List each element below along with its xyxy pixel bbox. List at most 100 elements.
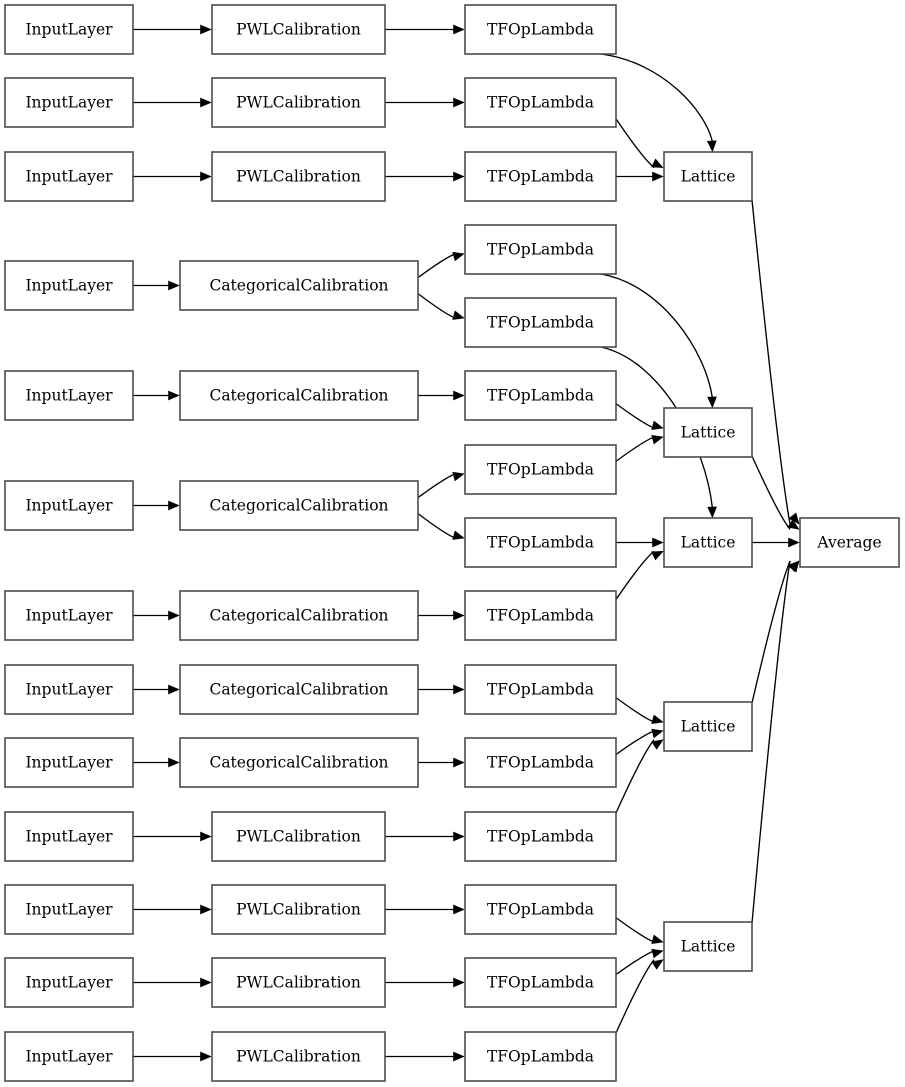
node-box[interactable] xyxy=(211,4,386,55)
node-categoricalcalibration-cal5[interactable]: CategoricalCalibration xyxy=(179,370,419,421)
node-categoricalcalibration-cal4[interactable]: CategoricalCalibration xyxy=(179,260,419,311)
node-lattice-lat3[interactable]: Lattice xyxy=(663,517,753,568)
node-lattice-lat5[interactable]: Lattice xyxy=(663,921,753,972)
node-box[interactable] xyxy=(464,1031,617,1082)
node-box[interactable] xyxy=(211,811,386,862)
node-pwlcalibration-cal13[interactable]: PWLCalibration xyxy=(211,1031,386,1082)
node-box[interactable] xyxy=(4,811,134,862)
node-pwlcalibration-cal10[interactable]: PWLCalibration xyxy=(211,811,386,862)
node-inputlayer-in8[interactable]: InputLayer xyxy=(4,664,134,715)
node-inputlayer-in1[interactable]: InputLayer xyxy=(4,4,134,55)
node-box[interactable] xyxy=(4,4,134,55)
node-box[interactable] xyxy=(211,957,386,1008)
edge-categoricalcalibration-to-tfoplambda xyxy=(417,251,465,279)
node-inputlayer-in13[interactable]: InputLayer xyxy=(4,1031,134,1082)
node-box[interactable] xyxy=(464,811,617,862)
node-box[interactable] xyxy=(464,4,617,55)
node-tfoplambda-tf2[interactable]: TFOpLambda xyxy=(464,77,617,128)
node-tfoplambda-tf15[interactable]: TFOpLambda xyxy=(464,1031,617,1082)
node-categoricalcalibration-cal9[interactable]: CategoricalCalibration xyxy=(179,737,419,788)
node-box[interactable] xyxy=(4,151,134,202)
node-box[interactable] xyxy=(179,480,419,531)
edge-tfoplambda-to-lattice xyxy=(615,435,664,462)
node-box[interactable] xyxy=(663,517,753,568)
arrowhead-icon xyxy=(200,977,212,988)
node-inputlayer-in4[interactable]: InputLayer xyxy=(4,260,134,311)
node-box[interactable] xyxy=(464,590,617,641)
node-tfoplambda-tf13[interactable]: TFOpLambda xyxy=(464,884,617,935)
node-box[interactable] xyxy=(464,664,617,715)
node-box[interactable] xyxy=(464,297,617,348)
node-box[interactable] xyxy=(4,260,134,311)
node-box[interactable] xyxy=(799,517,900,568)
node-tfoplambda-tf12[interactable]: TFOpLambda xyxy=(464,811,617,862)
node-box[interactable] xyxy=(464,370,617,421)
node-tfoplambda-tf7[interactable]: TFOpLambda xyxy=(464,444,617,495)
node-lattice-lat2[interactable]: Lattice xyxy=(663,407,753,458)
node-box[interactable] xyxy=(663,921,753,972)
node-tfoplambda-tf5[interactable]: TFOpLambda xyxy=(464,297,617,348)
edge-inputlayer-to-categoricalcalibration xyxy=(133,500,180,511)
node-pwlcalibration-cal1[interactable]: PWLCalibration xyxy=(211,4,386,55)
node-pwlcalibration-cal12[interactable]: PWLCalibration xyxy=(211,957,386,1008)
node-tfoplambda-tf4[interactable]: TFOpLambda xyxy=(464,224,617,275)
node-inputlayer-in3[interactable]: InputLayer xyxy=(4,151,134,202)
node-pwlcalibration-cal2[interactable]: PWLCalibration xyxy=(211,77,386,128)
node-box[interactable] xyxy=(4,590,134,641)
node-box[interactable] xyxy=(4,957,134,1008)
node-inputlayer-in2[interactable]: InputLayer xyxy=(4,77,134,128)
node-box[interactable] xyxy=(4,664,134,715)
node-lattice-lat4[interactable]: Lattice xyxy=(663,701,753,752)
node-inputlayer-in5[interactable]: InputLayer xyxy=(4,370,134,421)
node-box[interactable] xyxy=(464,517,617,568)
node-box[interactable] xyxy=(464,444,617,495)
node-box[interactable] xyxy=(4,77,134,128)
node-inputlayer-in7[interactable]: InputLayer xyxy=(4,590,134,641)
node-box[interactable] xyxy=(464,224,617,275)
node-box[interactable] xyxy=(211,151,386,202)
node-box[interactable] xyxy=(4,884,134,935)
node-box[interactable] xyxy=(464,884,617,935)
node-inputlayer-in11[interactable]: InputLayer xyxy=(4,884,134,935)
node-pwlcalibration-cal11[interactable]: PWLCalibration xyxy=(211,884,386,935)
node-box[interactable] xyxy=(4,1031,134,1082)
node-tfoplambda-tf6[interactable]: TFOpLambda xyxy=(464,370,617,421)
node-inputlayer-in12[interactable]: InputLayer xyxy=(4,957,134,1008)
node-box[interactable] xyxy=(179,664,419,715)
node-tfoplambda-tf11[interactable]: TFOpLambda xyxy=(464,737,617,788)
node-tfoplambda-tf1[interactable]: TFOpLambda xyxy=(464,4,617,55)
node-label: InputLayer xyxy=(25,607,113,625)
edge-tfoplambda-to-lattice xyxy=(600,273,717,409)
node-lattice-lat1[interactable]: Lattice xyxy=(663,151,753,202)
node-average-avg[interactable]: Average xyxy=(799,517,900,568)
node-categoricalcalibration-cal6[interactable]: CategoricalCalibration xyxy=(179,480,419,531)
node-box[interactable] xyxy=(179,590,419,641)
node-box[interactable] xyxy=(663,407,753,458)
node-inputlayer-in10[interactable]: InputLayer xyxy=(4,811,134,862)
node-box[interactable] xyxy=(464,77,617,128)
node-box[interactable] xyxy=(211,884,386,935)
node-box[interactable] xyxy=(464,151,617,202)
node-tfoplambda-tf10[interactable]: TFOpLambda xyxy=(464,664,617,715)
node-box[interactable] xyxy=(4,480,134,531)
node-box[interactable] xyxy=(4,737,134,788)
node-box[interactable] xyxy=(179,737,419,788)
node-box[interactable] xyxy=(211,77,386,128)
node-categoricalcalibration-cal8[interactable]: CategoricalCalibration xyxy=(179,664,419,715)
node-tfoplambda-tf9[interactable]: TFOpLambda xyxy=(464,590,617,641)
node-inputlayer-in9[interactable]: InputLayer xyxy=(4,737,134,788)
node-inputlayer-in6[interactable]: InputLayer xyxy=(4,480,134,531)
node-box[interactable] xyxy=(179,260,419,311)
node-tfoplambda-tf3[interactable]: TFOpLambda xyxy=(464,151,617,202)
node-box[interactable] xyxy=(663,701,753,752)
node-box[interactable] xyxy=(464,737,617,788)
node-categoricalcalibration-cal7[interactable]: CategoricalCalibration xyxy=(179,590,419,641)
node-box[interactable] xyxy=(663,151,753,202)
node-box[interactable] xyxy=(4,370,134,421)
node-box[interactable] xyxy=(211,1031,386,1082)
node-tfoplambda-tf8[interactable]: TFOpLambda xyxy=(464,517,617,568)
node-box[interactable] xyxy=(464,957,617,1008)
node-tfoplambda-tf14[interactable]: TFOpLambda xyxy=(464,957,617,1008)
node-pwlcalibration-cal3[interactable]: PWLCalibration xyxy=(211,151,386,202)
node-box[interactable] xyxy=(179,370,419,421)
